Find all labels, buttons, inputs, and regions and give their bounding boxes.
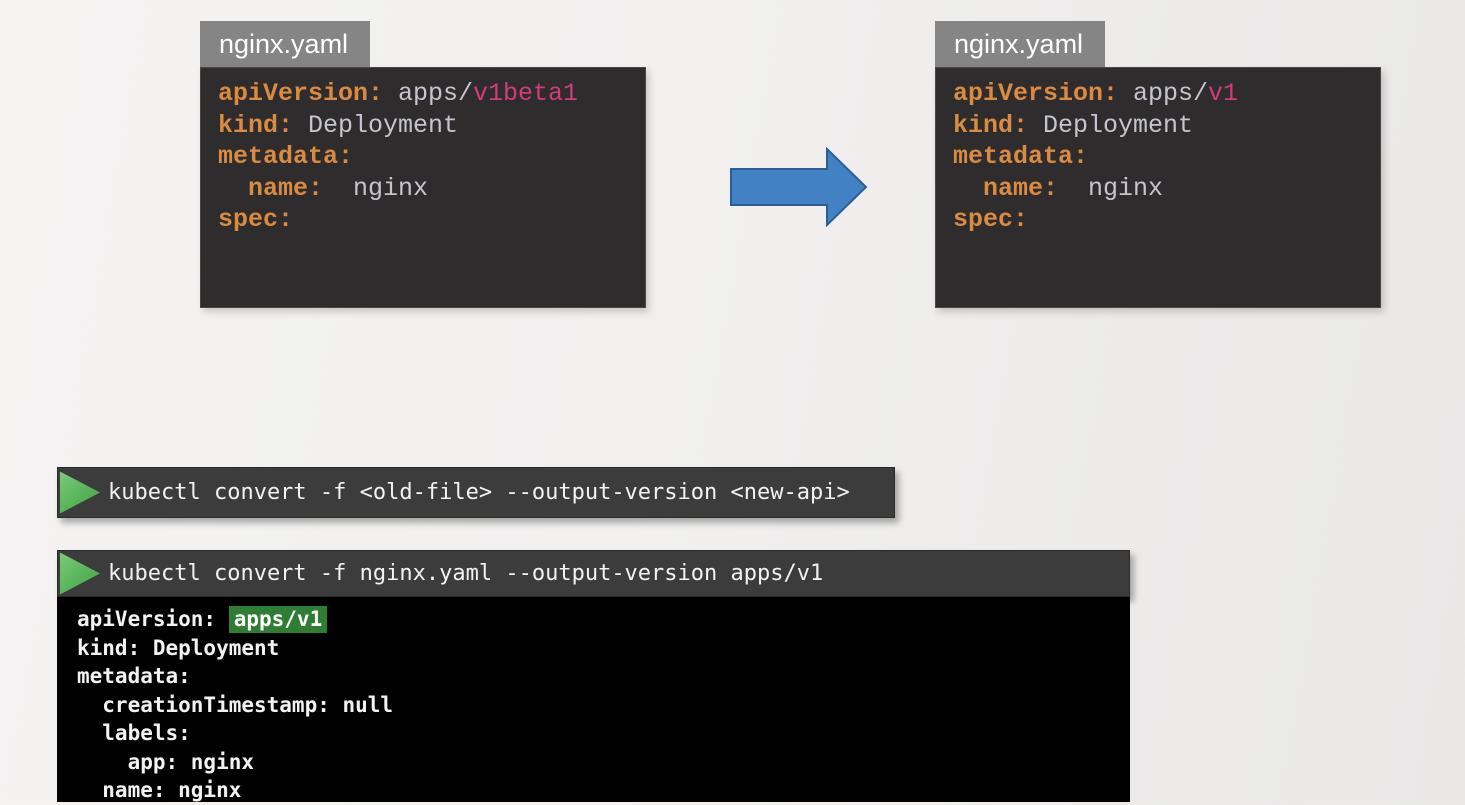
code-line: metadata: xyxy=(77,662,1130,691)
command-bar-generic: kubectl convert -f <old-file> --output-v… xyxy=(57,467,895,518)
code-token: v1beta1 xyxy=(473,79,579,108)
command-text: kubectl convert -f nginx.yaml --output-v… xyxy=(108,561,824,586)
code-line: metadata: xyxy=(218,141,645,173)
code-line: kind: Deployment xyxy=(953,110,1380,142)
command-bar-example: kubectl convert -f nginx.yaml --output-v… xyxy=(57,550,1130,597)
command-text: kubectl convert -f <old-file> --output-v… xyxy=(108,480,850,505)
code-token: apps/v1 xyxy=(228,606,328,633)
code-token: spec: xyxy=(953,205,1029,234)
code-token: kind: xyxy=(218,110,294,140)
code-line: name: nginx xyxy=(218,173,645,205)
code-token: apps/ xyxy=(383,79,474,108)
code-line: name: nginx xyxy=(77,776,1130,805)
code-token: spec: xyxy=(218,205,294,234)
code-line: kind: Deployment xyxy=(77,634,1130,663)
code-token: name: nginx xyxy=(77,778,242,802)
code-token: name: xyxy=(953,173,1059,203)
play-icon xyxy=(60,552,100,595)
code-line: apiVersion: apps/v1beta1 xyxy=(218,78,645,110)
code-token: creationTimestamp: null xyxy=(77,692,394,717)
code-token: name: xyxy=(218,173,324,203)
code-line: labels: xyxy=(77,719,1130,748)
code-token: Deployment xyxy=(1028,110,1194,140)
file-tab-after: nginx.yaml xyxy=(935,21,1105,67)
code-token: apiVersion: xyxy=(77,607,229,631)
code-token: metadata: xyxy=(953,142,1089,171)
code-token: nginx xyxy=(323,173,429,203)
code-token: kind: xyxy=(953,110,1029,140)
code-line: spec: xyxy=(953,204,1380,236)
code-line: apiVersion: apps/v1 xyxy=(953,78,1380,110)
code-line: name: nginx xyxy=(953,173,1380,205)
code-token: nginx xyxy=(1058,173,1164,203)
code-line: metadata: xyxy=(953,141,1380,173)
code-token: app: nginx xyxy=(77,749,255,774)
code-line: spec: xyxy=(218,204,645,236)
arrow-right-icon xyxy=(730,147,868,227)
code-token: apps/ xyxy=(1118,79,1209,108)
code-token: metadata: xyxy=(218,142,354,171)
code-token: apiVersion: xyxy=(218,79,384,108)
code-token: v1 xyxy=(1208,79,1239,108)
code-token: kind: Deployment xyxy=(77,635,280,660)
file-tab-before: nginx.yaml xyxy=(200,21,370,67)
play-icon xyxy=(60,471,100,514)
code-token: labels: xyxy=(77,721,191,745)
code-token: apiVersion: xyxy=(953,79,1119,108)
code-line: apiVersion: apps/v1 xyxy=(77,605,1130,634)
code-line: kind: Deployment xyxy=(218,110,645,142)
code-line: app: nginx xyxy=(77,748,1130,777)
code-token: metadata: xyxy=(77,664,191,688)
code-token: Deployment xyxy=(293,110,459,140)
code-line: creationTimestamp: null xyxy=(77,691,1130,720)
